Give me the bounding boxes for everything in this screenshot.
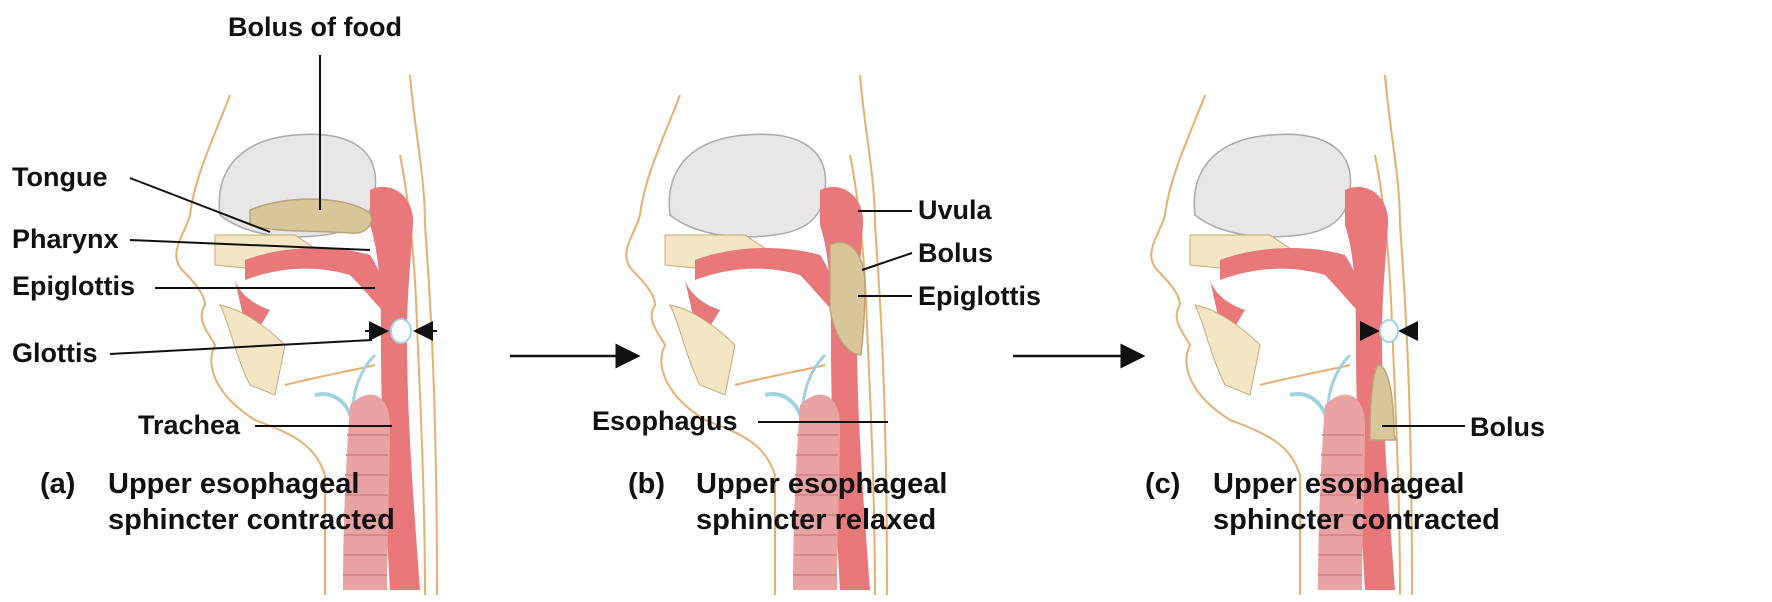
sphincter-arrows-a [365, 319, 437, 343]
caption-c-line2: sphincter contracted [1213, 502, 1500, 538]
caption-a-line2: sphincter contracted [108, 502, 395, 538]
caption-c-line1: Upper esophageal [1213, 466, 1464, 502]
caption-b-key: (b) [628, 466, 665, 502]
caption-a-key: (a) [40, 466, 75, 502]
label-glottis: Glottis [12, 340, 98, 367]
label-esophagus: Esophagus [592, 408, 738, 435]
caption-b-line2: sphincter relaxed [696, 502, 936, 538]
caption-a: (a) Upper esophageal sphincter contracte… [40, 466, 470, 542]
caption-c-key: (c) [1145, 466, 1180, 502]
bolus-shape-c [1370, 365, 1396, 440]
label-pharynx: Pharynx [12, 226, 119, 253]
label-tongue: Tongue [12, 164, 107, 191]
label-trachea: Trachea [138, 412, 240, 439]
caption-a-line1: Upper esophageal [108, 466, 359, 502]
label-uvula: Uvula [918, 197, 992, 224]
label-bolus-of-food: Bolus of food [228, 14, 402, 41]
label-epiglottis-a: Epiglottis [12, 273, 135, 300]
label-epiglottis-b: Epiglottis [918, 283, 1041, 310]
caption-c: (c) Upper esophageal sphincter contracte… [1145, 466, 1575, 542]
caption-b-line1: Upper esophageal [696, 466, 947, 502]
bolus-of-food-shape [250, 199, 371, 233]
label-bolus-b: Bolus [918, 240, 993, 267]
caption-b: (b) Upper esophageal sphincter relaxed [628, 466, 1028, 542]
label-bolus-c: Bolus [1470, 414, 1545, 441]
